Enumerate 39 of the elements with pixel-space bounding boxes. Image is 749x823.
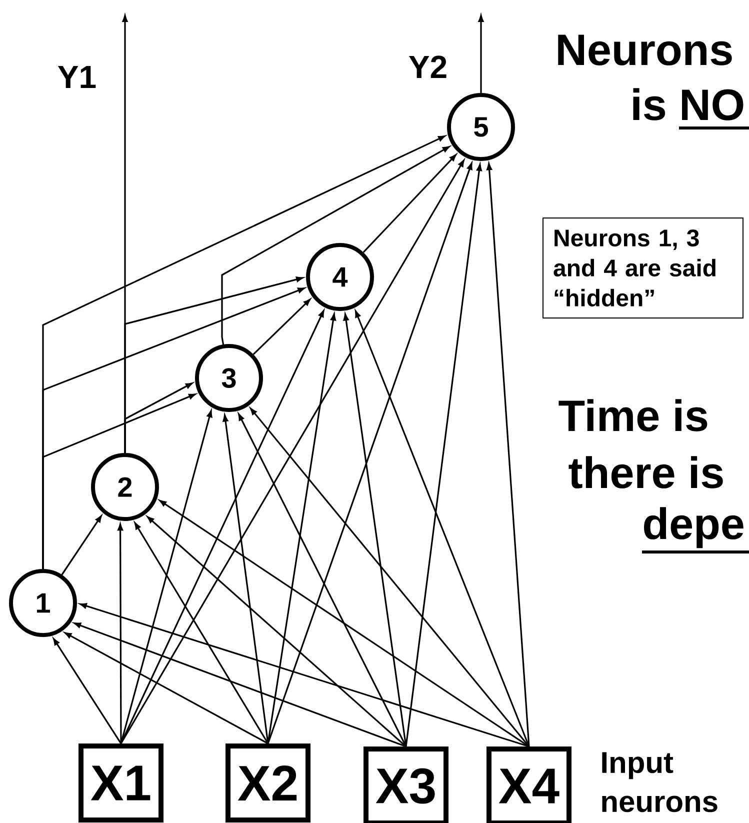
arrow bbox=[61, 515, 102, 576]
arrow bbox=[252, 298, 311, 355]
arrow bbox=[238, 414, 407, 747]
arrow bbox=[64, 632, 268, 744]
arrow bbox=[134, 522, 269, 744]
arrow bbox=[362, 154, 456, 253]
arrow bbox=[250, 408, 530, 748]
arrow bbox=[405, 164, 482, 747]
arrow bbox=[120, 310, 324, 744]
label-text: Y2 bbox=[408, 56, 446, 78]
arrow bbox=[478, 14, 484, 93]
label-text: depe bbox=[644, 507, 744, 548]
label-text: Y1 bbox=[58, 66, 96, 88]
input-box: X3 bbox=[364, 746, 448, 823]
input-box: X2 bbox=[226, 744, 310, 822]
label-text: Input neurons bbox=[602, 752, 718, 812]
arrow bbox=[159, 500, 530, 748]
arrow bbox=[354, 310, 530, 747]
note-box: Neurons 1, 3 and 4 are said “hidden” bbox=[542, 218, 744, 318]
arrow bbox=[42, 135, 446, 569]
arrow bbox=[221, 146, 450, 345]
arrow bbox=[343, 314, 407, 747]
input-box: X1 bbox=[78, 744, 164, 822]
arrow bbox=[486, 163, 530, 747]
arrow bbox=[267, 162, 472, 744]
input-box: X4 bbox=[486, 746, 572, 823]
label-text: Neurons bbox=[558, 34, 732, 66]
label-text: is NO bbox=[633, 88, 744, 120]
arrow bbox=[147, 516, 407, 748]
arrow bbox=[80, 603, 530, 748]
arrow bbox=[222, 414, 269, 744]
arrow bbox=[118, 524, 124, 744]
arrow bbox=[120, 160, 464, 744]
arrow bbox=[267, 314, 336, 744]
arrow bbox=[124, 276, 304, 453]
arrow bbox=[53, 638, 122, 744]
arrow bbox=[74, 622, 406, 748]
label-text: there is bbox=[568, 456, 723, 488]
label-text: Time is bbox=[558, 399, 708, 432]
